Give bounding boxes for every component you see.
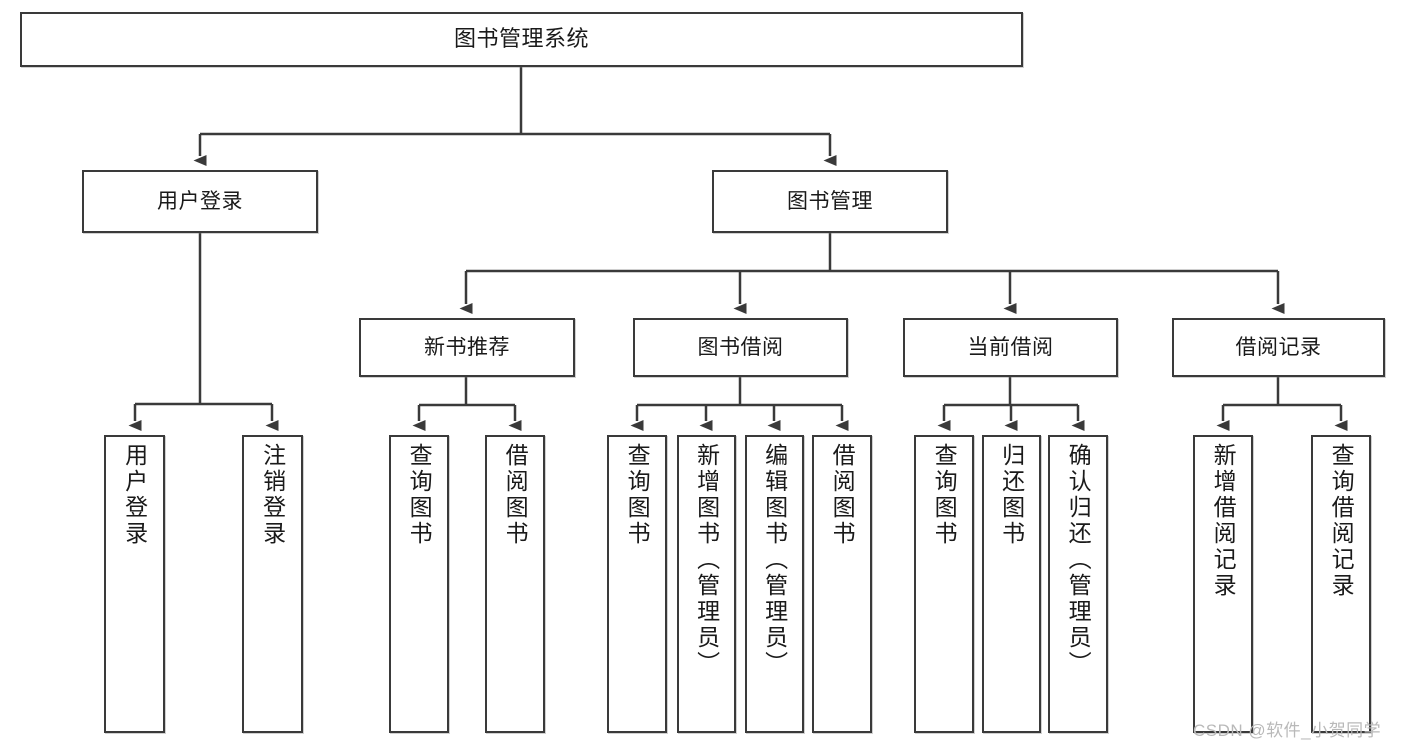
node-label: 确认归还（管理员） — [1065, 443, 1092, 677]
node-label: 查询借阅记录 — [1328, 443, 1355, 599]
node-leaf-logout[interactable]: 注销登录 — [242, 435, 303, 733]
node-label: 用户登录 — [121, 443, 148, 547]
node-label: 图书借阅 — [697, 335, 784, 359]
node-user-login[interactable]: 用户登录 — [82, 170, 318, 233]
node-label: 借阅记录 — [1235, 335, 1322, 359]
node-borrow-record[interactable]: 借阅记录 — [1172, 318, 1385, 377]
node-label: 查询图书 — [931, 443, 958, 547]
node-leaf-add-book[interactable]: 新增图书（管理员） — [677, 435, 736, 733]
node-label: 归还图书 — [998, 443, 1025, 547]
node-current-borrow[interactable]: 当前借阅 — [903, 318, 1118, 377]
node-label: 查询图书 — [624, 443, 651, 547]
node-root-book-management-system[interactable]: 图书管理系统 — [20, 12, 1023, 67]
node-new-book-recommend[interactable]: 新书推荐 — [359, 318, 575, 377]
node-leaf-borrow-book-1[interactable]: 借阅图书 — [485, 435, 545, 733]
node-label: 编辑图书（管理员） — [761, 443, 788, 677]
node-label: 注销登录 — [259, 443, 286, 547]
csdn-watermark: CSDN @软件_小贺同学 — [1193, 721, 1382, 740]
node-label: 图书管理系统 — [453, 26, 589, 52]
node-book-borrow[interactable]: 图书借阅 — [633, 318, 848, 377]
node-leaf-confirm-return[interactable]: 确认归还（管理员） — [1048, 435, 1108, 733]
node-leaf-return-book[interactable]: 归还图书 — [982, 435, 1041, 733]
node-leaf-query-book-3[interactable]: 查询图书 — [914, 435, 974, 733]
node-label: 借阅图书 — [829, 443, 856, 547]
node-label: 新增借阅记录 — [1210, 443, 1237, 599]
node-label: 当前借阅 — [967, 335, 1054, 359]
node-label: 新书推荐 — [424, 335, 510, 359]
node-leaf-add-record[interactable]: 新增借阅记录 — [1193, 435, 1253, 733]
node-label: 图书管理 — [787, 189, 873, 213]
node-label: 借阅图书 — [502, 443, 529, 547]
node-leaf-user-login[interactable]: 用户登录 — [104, 435, 165, 733]
node-leaf-query-book-1[interactable]: 查询图书 — [389, 435, 449, 733]
node-label: 用户登录 — [157, 189, 243, 213]
node-label: 查询图书 — [406, 443, 433, 547]
node-label: 新增图书（管理员） — [693, 443, 720, 677]
node-leaf-borrow-book-2[interactable]: 借阅图书 — [812, 435, 872, 733]
node-leaf-query-record[interactable]: 查询借阅记录 — [1311, 435, 1371, 733]
node-leaf-query-book-2[interactable]: 查询图书 — [607, 435, 667, 733]
node-book-management[interactable]: 图书管理 — [712, 170, 948, 233]
node-leaf-edit-book[interactable]: 编辑图书（管理员） — [745, 435, 804, 733]
